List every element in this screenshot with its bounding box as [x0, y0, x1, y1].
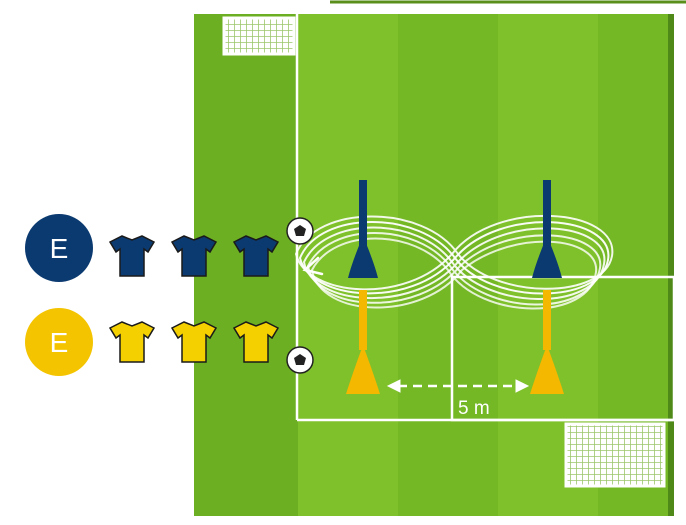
- yellow-jerseys: [110, 322, 278, 362]
- jersey-icon: [110, 236, 154, 276]
- team-badge-yellow: E: [25, 308, 93, 376]
- ball-icon: [287, 347, 313, 373]
- blue-jerseys: [110, 236, 278, 276]
- jersey-icon: [110, 322, 154, 362]
- distance-label: 5 m: [458, 398, 490, 419]
- goal-net-icon: [566, 424, 664, 486]
- team-badge-blue: E: [25, 214, 93, 282]
- goal-net-icon: [224, 18, 294, 54]
- team-badge-yellow-letter: E: [50, 327, 69, 358]
- ball-icon: [287, 218, 313, 244]
- team-badge-blue-letter: E: [50, 233, 69, 264]
